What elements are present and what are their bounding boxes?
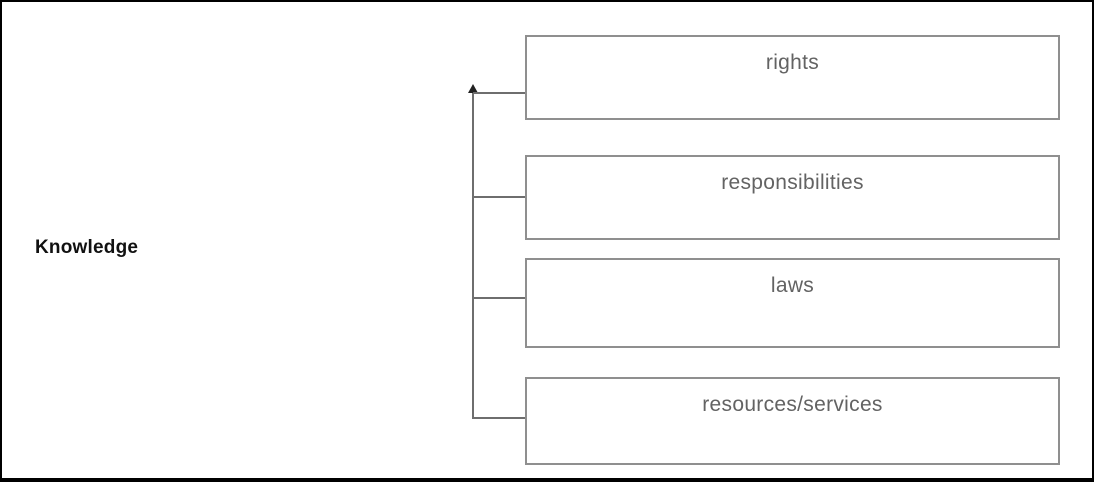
node-resources-services-label: resources/services bbox=[702, 393, 883, 416]
node-rights-label: rights bbox=[765, 51, 820, 74]
up-arrowhead-icon bbox=[468, 84, 478, 93]
connector-branch-resources-services bbox=[473, 417, 527, 419]
connector-branch-laws bbox=[473, 297, 525, 299]
node-resources-services: resources/services bbox=[525, 377, 1060, 465]
connector-branch-responsibilities bbox=[473, 196, 527, 198]
node-responsibilities: responsibilities bbox=[525, 155, 1060, 240]
node-rights: rights bbox=[525, 35, 1060, 120]
node-laws: laws bbox=[525, 258, 1060, 348]
root-label-knowledge: Knowledge bbox=[35, 237, 139, 258]
connector-branch-rights bbox=[473, 92, 535, 94]
node-laws-label: laws bbox=[770, 274, 815, 297]
node-responsibilities-label: responsibilities bbox=[721, 171, 864, 194]
connector-trunk-line bbox=[472, 92, 474, 419]
